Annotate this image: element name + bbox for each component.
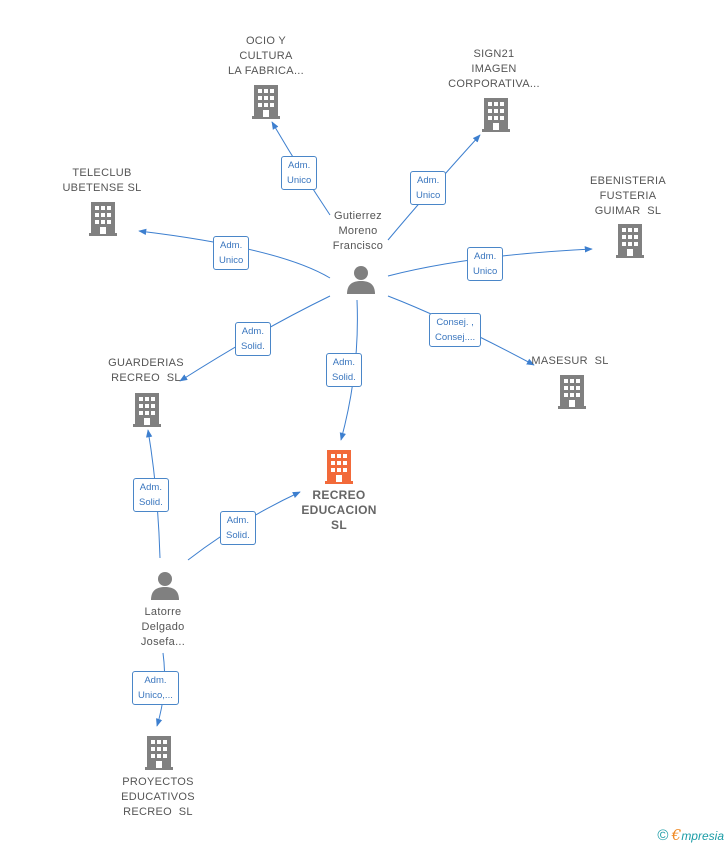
edge-label-recreo-l[interactable]: Adm. Solid. xyxy=(220,511,256,545)
edge-label-ebenisteria[interactable]: Adm. Unico xyxy=(467,247,504,281)
ocio-label[interactable]: OCIO Y CULTURA LA FABRICA... xyxy=(227,35,305,77)
edge-label-sign21[interactable]: Adm. Unico xyxy=(410,171,447,205)
copyright-symbol: © xyxy=(657,827,669,844)
edge-label-guarderias-g[interactable]: Adm. Solid. xyxy=(235,322,271,356)
edge-label-guarderias-l[interactable]: Adm. Solid. xyxy=(133,478,169,512)
teleclub-label[interactable]: TELECLUB UBETENSE SL xyxy=(62,167,142,194)
proyectos-building-icon[interactable] xyxy=(145,736,173,770)
sign21-building-icon[interactable] xyxy=(482,98,510,132)
ocio-building-icon[interactable] xyxy=(252,85,280,119)
latorre-person-icon[interactable] xyxy=(151,572,179,600)
recreo-building-icon[interactable] xyxy=(325,450,353,484)
empresia-logo-text: mpresia xyxy=(681,829,724,843)
gutierrez-person-icon[interactable] xyxy=(347,266,375,294)
recreo-label[interactable]: RECREO EDUCACION SL xyxy=(301,488,377,532)
edge-label-proyectos[interactable]: Adm. Unico,... xyxy=(132,671,179,705)
proyectos-label[interactable]: PROYECTOS EDUCATIVOS RECREO SL xyxy=(121,776,195,818)
sign21-label[interactable]: SIGN21 IMAGEN CORPORATIVA... xyxy=(448,48,540,90)
empresia-logo-e: € xyxy=(671,826,682,844)
edge-label-ocio[interactable]: Adm. Unico xyxy=(281,156,318,190)
masesur-building-icon[interactable] xyxy=(558,375,586,409)
gutierrez-label[interactable]: Gutierrez Moreno Francisco xyxy=(332,210,384,252)
guarderias-label[interactable]: GUARDERIAS RECREO SL xyxy=(108,357,184,384)
masesur-label[interactable]: MASESUR SL xyxy=(531,355,609,367)
edge-label-masesur[interactable]: Consej. , Consej.... xyxy=(429,313,482,347)
guarderias-building-icon[interactable] xyxy=(133,393,161,427)
edge-label-teleclub[interactable]: Adm. Unico xyxy=(213,236,250,270)
latorre-label[interactable]: Latorre Delgado Josefa... xyxy=(140,606,186,648)
empresia-logo: © €mpresia xyxy=(657,826,724,844)
edge-label-recreo-g[interactable]: Adm. Solid. xyxy=(326,353,362,387)
ebenisteria-label[interactable]: EBENISTERIA FUSTERIA GUIMAR SL xyxy=(589,175,667,217)
edge-line-teleclub xyxy=(138,228,331,279)
teleclub-building-icon[interactable] xyxy=(89,202,117,236)
ebenisteria-building-icon[interactable] xyxy=(616,224,644,258)
